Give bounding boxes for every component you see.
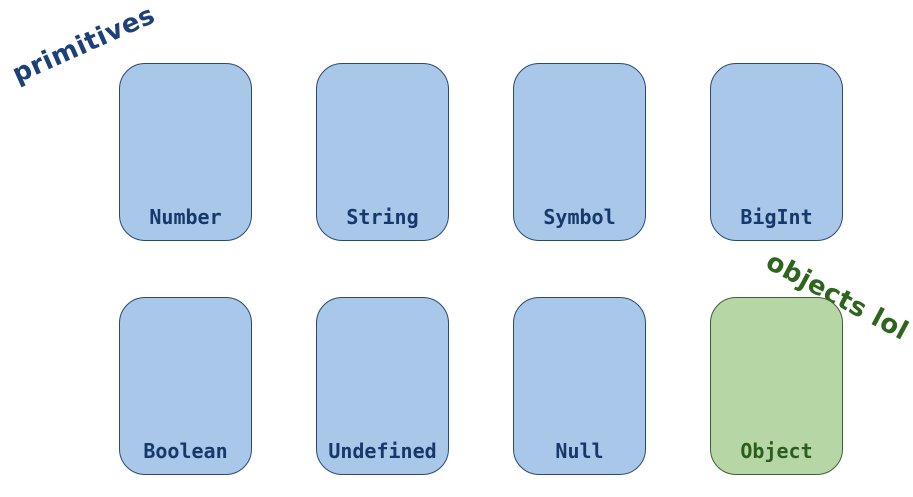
card-object: Object <box>710 297 843 475</box>
card-number-label: Number <box>149 205 222 229</box>
card-object-label: Object <box>740 439 813 463</box>
card-symbol: Symbol <box>513 63 646 241</box>
card-grid: Number String Symbol BigInt Boolean Unde… <box>119 63 843 475</box>
card-symbol-label: Symbol <box>543 205 616 229</box>
card-boolean-label: Boolean <box>143 439 228 463</box>
card-string: String <box>316 63 449 241</box>
card-null-label: Null <box>555 439 604 463</box>
card-null: Null <box>513 297 646 475</box>
card-number: Number <box>119 63 252 241</box>
card-string-label: String <box>346 205 419 229</box>
card-boolean: Boolean <box>119 297 252 475</box>
card-undefined-label: Undefined <box>328 439 437 463</box>
card-undefined: Undefined <box>316 297 449 475</box>
card-bigint: BigInt <box>710 63 843 241</box>
card-bigint-label: BigInt <box>740 205 813 229</box>
